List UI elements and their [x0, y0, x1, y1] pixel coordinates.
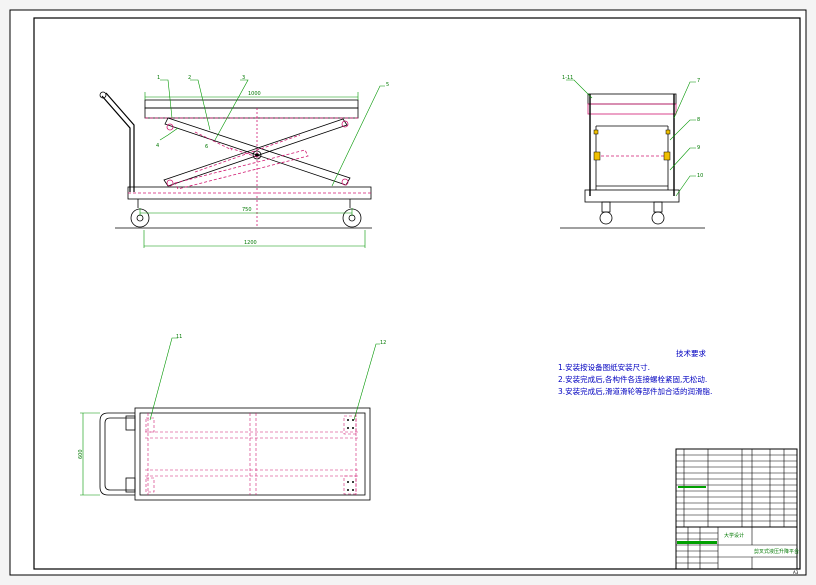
hydraulic-cylinder	[174, 149, 309, 190]
tech-req-item-3: 3.安装完成后,滑道滑轮等部件加合适的润滑脂.	[558, 386, 712, 396]
label-8: 8	[697, 117, 700, 123]
inner-frame	[33, 17, 801, 570]
label-1-11: 1-11	[562, 75, 573, 81]
label-9: 9	[697, 145, 700, 151]
plan-hidden	[145, 413, 360, 495]
plan-platform	[134, 407, 371, 501]
dim-overall: 1200	[244, 240, 257, 246]
scissor-arm-b	[163, 118, 348, 187]
plan-handle	[99, 412, 135, 496]
push-handle	[101, 95, 131, 192]
label-2: 2	[188, 75, 191, 81]
tech-requirements: 技术要求 1.安装按设备图纸安装尺寸. 2.安装完成后,各构件各连接螺栓紧固,无…	[558, 348, 712, 396]
label-1: 1	[157, 75, 160, 81]
title-block-text: 大学设计 剪叉式液压升降平台 A3	[724, 532, 799, 575]
plan-dim-600: 600	[78, 449, 84, 459]
plan-dims	[80, 337, 380, 496]
label-5: 5	[386, 82, 389, 88]
side-view	[99, 91, 372, 229]
parts-list	[676, 449, 797, 527]
end-wheel-left	[599, 211, 613, 225]
tech-req-item-1: 1.安装按设备图纸安装尺寸.	[558, 362, 650, 372]
sheet-size: A3	[793, 570, 799, 575]
end-labels: 1-11 7 8 9 10	[562, 75, 703, 179]
title-block-company: 大学设计	[724, 532, 744, 539]
tech-req-item-2: 2.安装完成后,各构件各连接螺栓紧固,无松动.	[558, 374, 707, 384]
end-leaders	[566, 79, 696, 197]
side-dimensions	[139, 79, 385, 248]
tech-req-title: 技术要求	[676, 348, 706, 358]
side-labels: 1000 750 1200 1 2 3 4 5 6	[156, 75, 389, 246]
label-11: 11	[176, 334, 182, 340]
dim-top: 1000	[248, 91, 261, 97]
center-pivot	[252, 150, 262, 160]
label-4: 4	[156, 143, 159, 149]
end-wheel-right	[651, 211, 665, 225]
label-12: 12	[380, 340, 386, 346]
label-10: 10	[697, 173, 703, 179]
plan-labels: 600 11 12	[78, 334, 386, 459]
dim-wheelbase: 750	[242, 207, 252, 213]
label-7: 7	[697, 78, 700, 84]
plan-view	[99, 407, 371, 501]
end-view-fills	[593, 129, 671, 161]
scissor-arm-a	[164, 117, 351, 186]
title-block-drawing-name: 剪叉式液压升降平台	[754, 548, 799, 555]
end-base	[584, 189, 680, 203]
label-3: 3	[242, 75, 245, 81]
title-block-fill	[677, 486, 717, 544]
title-block	[675, 448, 798, 570]
plan-bolts	[347, 419, 354, 491]
label-6: 6	[205, 144, 208, 150]
